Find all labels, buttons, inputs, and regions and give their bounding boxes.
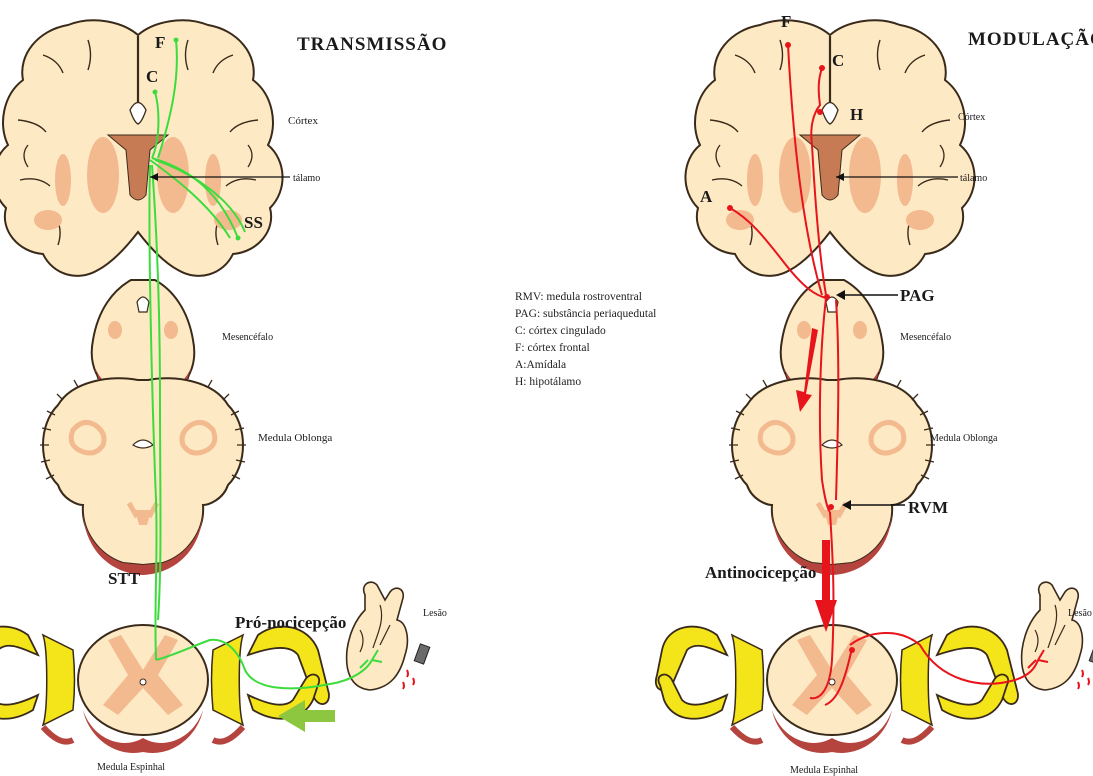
left-label-medula-espinhal: Medula Espinhal xyxy=(97,762,165,773)
left-c-dot xyxy=(153,90,158,95)
left-spinal-cord xyxy=(0,625,329,753)
abbreviation-legend: RMV: medula rostroventral PAG: substânci… xyxy=(515,291,656,388)
right-h-dot xyxy=(817,109,823,115)
right-f-dot xyxy=(785,42,791,48)
left-label-lesao: Lesão xyxy=(423,608,447,619)
right-label-cortex: Córtex xyxy=(958,112,985,123)
right-label-F: F xyxy=(781,12,791,31)
legend-item-5: A:Amídala xyxy=(515,359,566,371)
legend-item-2: PAG: substância periaquedutal xyxy=(515,308,656,320)
right-label-C: C xyxy=(832,51,844,70)
left-label-talamo: tálamo xyxy=(293,173,320,184)
left-label-stt: STT xyxy=(108,569,141,588)
right-label-talamo: tálamo xyxy=(960,173,987,184)
modulation-panel: MODULAÇÃO xyxy=(656,12,1093,776)
legend-item-3: C: córtex cingulado xyxy=(515,325,606,337)
right-label-medula-oblonga: Medula Oblonga xyxy=(930,433,998,444)
right-label-mesencefalo: Mesencéfalo xyxy=(900,332,951,343)
right-label-antinocicepcao: Antinocicepção xyxy=(705,563,816,582)
right-dorsal-horn-dot xyxy=(849,647,855,653)
left-label-cortex: Córtex xyxy=(288,115,318,127)
right-pag-dot xyxy=(824,294,830,300)
right-spinal-cord xyxy=(656,625,1018,753)
right-label-lesao: Lesão xyxy=(1068,608,1092,619)
legend-item-1: RMV: medula rostroventral xyxy=(515,291,642,303)
right-brain xyxy=(685,20,974,276)
right-label-A: A xyxy=(700,187,713,206)
modulation-title: MODULAÇÃO xyxy=(968,28,1093,50)
transmission-panel: TRANSMISSÃO F C SS Córtex tálamo Mesenc xyxy=(0,20,447,773)
left-ss-dot xyxy=(236,236,241,241)
right-hand xyxy=(1022,582,1093,690)
left-medulla xyxy=(40,372,246,575)
right-label-H: H xyxy=(850,105,863,124)
legend-item-6: H: hipotálamo xyxy=(515,376,581,388)
legend-item-4: F: córtex frontal xyxy=(515,342,590,354)
right-label-rvm: RVM xyxy=(908,498,948,517)
left-label-SS: SS xyxy=(244,213,263,232)
right-c-dot xyxy=(819,65,825,71)
left-label-mesencefalo: Mesencéfalo xyxy=(222,332,273,343)
right-rvm-dot xyxy=(828,504,834,510)
left-label-pro-nocicepcao: Pró-nocicepção xyxy=(235,613,346,632)
right-a-dot xyxy=(727,205,733,211)
transmission-title: TRANSMISSÃO xyxy=(297,33,447,55)
left-label-medula-oblonga: Medula Oblonga xyxy=(258,432,332,444)
right-label-medula-espinhal: Medula Espinhal xyxy=(790,765,858,776)
left-f-dot xyxy=(174,38,179,43)
left-label-F: F xyxy=(155,33,165,52)
left-label-C: C xyxy=(146,67,158,86)
right-label-pag: PAG xyxy=(900,286,935,305)
